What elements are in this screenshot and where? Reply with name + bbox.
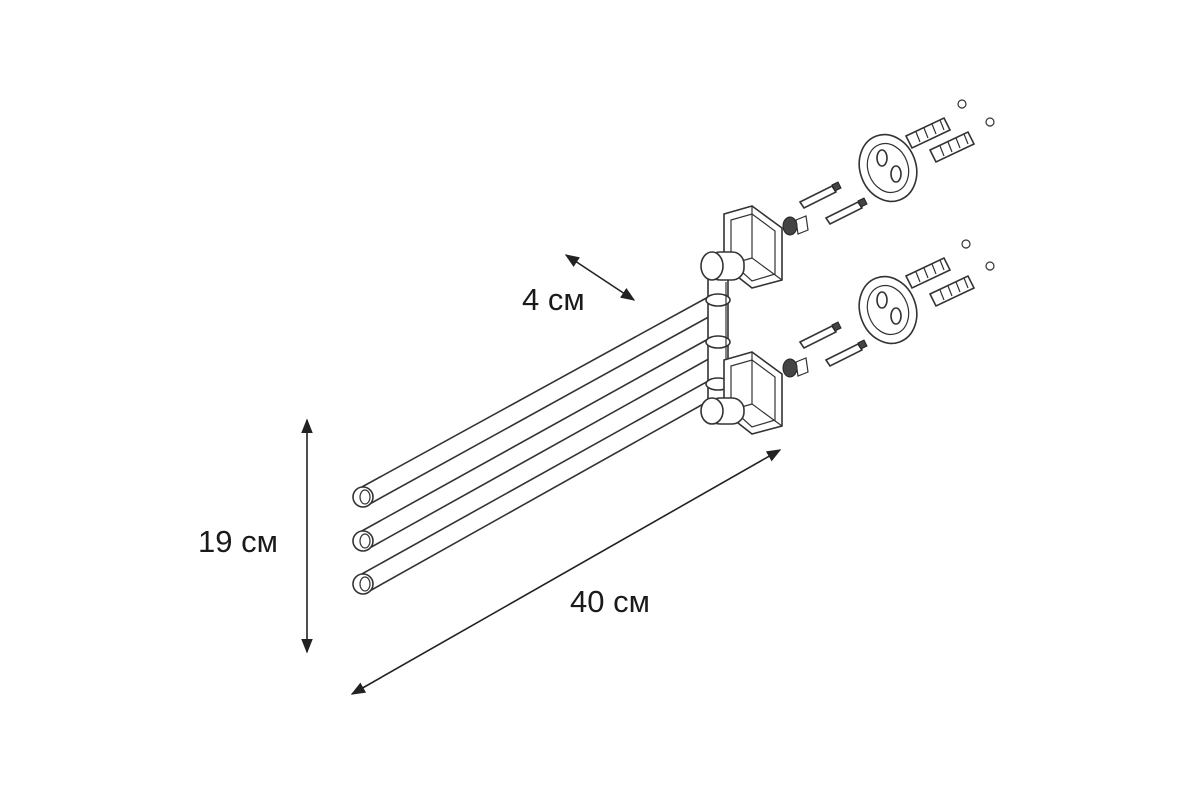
height-label: 19 см [198,524,278,559]
depth-label: 4 см [522,282,585,317]
swing-arm-bottom [352,379,715,595]
towel-rail [352,99,995,595]
wall-plugs [904,116,976,308]
depth-arrow [564,254,636,301]
mounting-screws [798,181,868,368]
swing-arm-top [352,295,715,508]
mounting-plate-lower [858,275,918,345]
set-screw-lower [782,357,809,378]
length-label: 40 см [570,584,650,619]
dimension-depth: 4 см [522,254,636,317]
mounting-plate-upper [858,133,918,203]
dimension-height: 19 см [198,418,313,654]
screw-caps [957,99,995,271]
set-screw-upper [782,215,809,236]
wall-bracket-upper [700,205,783,289]
wall-bracket-lower [700,351,783,435]
length-arrow [350,449,782,695]
dimension-length: 40 см [350,449,782,695]
